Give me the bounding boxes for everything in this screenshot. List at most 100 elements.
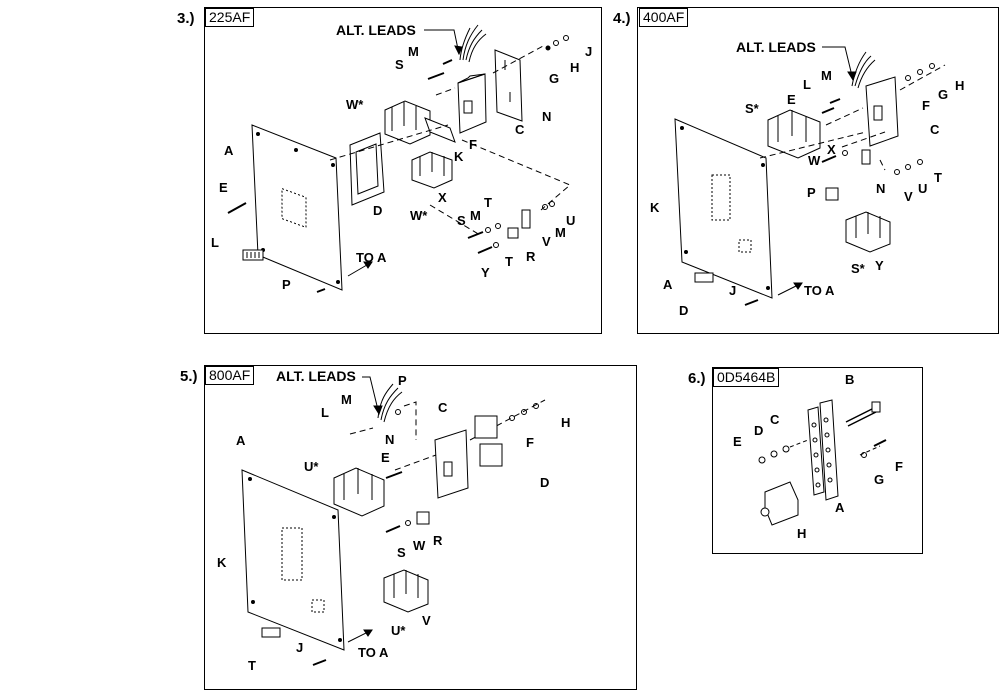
p4-label-s: S* [745, 101, 760, 116]
p4-label-l: L [803, 77, 811, 92]
p5-label-a: A [236, 433, 246, 448]
p3-label-w1: W* [346, 97, 364, 112]
p5-alt-leads: ALT. LEADS [276, 368, 356, 384]
insulator-d-lower [479, 443, 503, 467]
p5-label-s: S [397, 545, 406, 560]
p4-label-a: A [663, 277, 673, 292]
p6-label-h: H [797, 526, 806, 541]
p3-label-s1: S [395, 57, 404, 72]
p3-label-m1: M [408, 44, 419, 59]
p4-label-j: J [729, 283, 736, 298]
p4-label-x: X [827, 142, 836, 157]
mechanical-lug [764, 481, 799, 526]
p4-label-m: M [821, 68, 832, 83]
p3-label-w2: W* [410, 208, 428, 223]
panel-5-number: 5.) [180, 368, 198, 385]
p4-label-c: C [930, 122, 940, 137]
breaker-window [281, 187, 307, 229]
p5-label-n: N [385, 432, 394, 447]
panel-4-number: 4.) [613, 10, 631, 27]
p6-label-e: E [733, 434, 742, 449]
insulator-d-upper [474, 415, 498, 439]
p4-label-s2: S* [851, 261, 866, 276]
cover-plate [241, 469, 345, 651]
p3-label-g: G [549, 71, 559, 86]
alt-leads-wires [851, 51, 876, 89]
p6-label-d: D [754, 423, 763, 438]
p4-label-t: T [934, 170, 942, 185]
insulating-plate [494, 49, 523, 122]
p3-label-s2: S [457, 213, 466, 228]
p3-label-t2: T [505, 254, 513, 269]
p5-label-p: P [398, 373, 407, 388]
p3-label-l: L [211, 235, 219, 250]
p4-label-p: P [807, 185, 816, 200]
panel-800af-drawing [241, 383, 546, 666]
p4-to-a: TO A [804, 283, 835, 298]
panel-3-rating: 225AF [205, 8, 255, 27]
p6-label-f: F [895, 459, 903, 474]
p5-label-m: M [341, 392, 352, 407]
p5-label-h: H [561, 415, 570, 430]
lug-shield-upper [767, 109, 821, 159]
p4-label-u: U [918, 181, 927, 196]
p3-label-d: D [373, 203, 382, 218]
p3-label-m2: M [470, 208, 481, 223]
lug-shield-upper [333, 467, 385, 517]
panel-5-rating: 800AF [205, 366, 255, 385]
terminal-bar [819, 399, 839, 501]
p5-label-k: K [217, 555, 227, 570]
p3-label-y: Y [481, 265, 490, 280]
panel-400af-drawing [674, 51, 946, 306]
p3-label-n: N [542, 109, 551, 124]
p3-label-r: R [526, 249, 536, 264]
cover-plate [251, 124, 343, 291]
p5-label-l: L [321, 405, 329, 420]
panel-4-rating: 400AF [639, 8, 689, 27]
bolt-b [845, 407, 877, 427]
p3-label-t1: T [484, 195, 492, 210]
p5-label-c: C [438, 400, 448, 415]
p3-label-e: E [219, 180, 228, 195]
p4-label-g: G [938, 87, 948, 102]
p4-label-w: W [808, 153, 821, 168]
p5-label-r: R [433, 533, 443, 548]
p5-label-w: W [413, 538, 426, 553]
p5-label-u2: U* [391, 623, 406, 638]
p3-label-k: K [454, 149, 464, 164]
p5-label-e: E [381, 450, 390, 465]
panel-6-rating: 0D5464B [713, 368, 780, 387]
p6-label-g: G [874, 472, 884, 487]
p3-label-f: F [469, 137, 477, 152]
p3-label-m3: M [555, 225, 566, 240]
p6-label-c: C [770, 412, 780, 427]
panel-0d5464b-drawing [758, 399, 887, 526]
p3-to-a: TO A [356, 250, 387, 265]
p4-label-k: K [650, 200, 660, 215]
p3-label-v: V [542, 234, 551, 249]
phase-barrier [424, 117, 456, 143]
p4-label-d: D [679, 303, 688, 318]
lead-connector [227, 202, 247, 214]
p5-label-f: F [526, 435, 534, 450]
panel-6-number: 6.) [688, 370, 706, 387]
p5-label-t: T [248, 658, 256, 673]
p3-alt-leads: ALT. LEADS [336, 22, 416, 38]
p5-label-j: J [296, 640, 303, 655]
panel-225af-drawing [227, 24, 571, 293]
p3-label-u: U [566, 213, 575, 228]
alt-leads-wires [377, 383, 403, 423]
p3-label-p: P [282, 277, 291, 292]
p5-label-v: V [422, 613, 431, 628]
p6-label-b: B [845, 372, 854, 387]
p5-to-a: TO A [358, 645, 389, 660]
p3-label-j: J [585, 44, 592, 59]
p3-label-c: C [515, 122, 525, 137]
p4-label-h: H [955, 78, 964, 93]
p4-alt-leads: ALT. LEADS [736, 39, 816, 55]
p5-label-d: D [540, 475, 549, 490]
p4-label-y: Y [875, 258, 884, 273]
p4-label-f: F [922, 98, 930, 113]
panel-3-number: 3.) [177, 10, 195, 27]
